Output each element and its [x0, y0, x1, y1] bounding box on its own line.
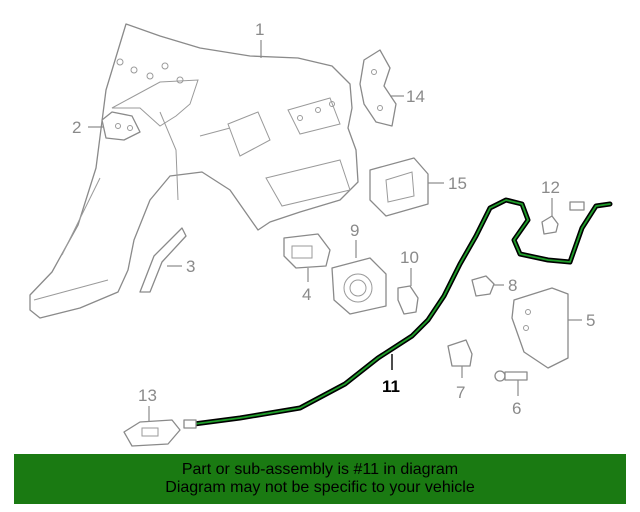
callout-6[interactable]: 6 [512, 399, 521, 418]
callout-8[interactable]: 8 [508, 276, 517, 295]
housing-part-15[interactable] [369, 157, 429, 217]
housing-part-4[interactable] [283, 233, 331, 269]
callout-9[interactable]: 9 [350, 221, 359, 240]
banner-line-2: Diagram may not be specific to your vehi… [165, 479, 475, 496]
callout-15[interactable]: 15 [448, 174, 467, 193]
bushing-part-12[interactable] [541, 215, 559, 235]
callout-13[interactable]: 13 [138, 386, 157, 405]
bracket-part-2[interactable] [101, 111, 141, 141]
filler-pocket-part-9[interactable] [331, 257, 387, 315]
part-info-banner: Part or sub-assembly is #11 in diagram D… [14, 454, 626, 504]
callout-14[interactable]: 14 [406, 87, 425, 106]
callout-1[interactable]: 1 [255, 20, 264, 39]
latch-part-10[interactable] [397, 285, 419, 315]
callout-11[interactable]: 11 [382, 377, 400, 396]
callout-2[interactable]: 2 [72, 118, 81, 137]
moulding-part-3[interactable] [139, 227, 187, 293]
clip-part-7[interactable] [447, 339, 473, 367]
quarter-panel-part-1[interactable] [29, 23, 359, 319]
hinge-pin-part-6[interactable] [494, 370, 528, 382]
parts-diagram: 1 2 3 4 5 6 7 8 [29, 20, 613, 447]
callout-7[interactable]: 7 [456, 383, 465, 402]
callout-3[interactable]: 3 [186, 257, 195, 276]
reinforcement-part-14[interactable] [359, 49, 397, 127]
cable-bracket-part-13[interactable] [123, 419, 181, 447]
callout-5[interactable]: 5 [586, 311, 595, 330]
fuel-door-part-5[interactable] [511, 287, 569, 369]
banner-line-1: Part or sub-assembly is #11 in diagram [181, 461, 459, 478]
grommet-part-8[interactable] [471, 275, 495, 297]
release-cable-part-11[interactable] [183, 197, 613, 429]
callout-10[interactable]: 10 [400, 248, 419, 267]
callout-4[interactable]: 4 [302, 285, 311, 304]
callout-12[interactable]: 12 [541, 178, 560, 197]
